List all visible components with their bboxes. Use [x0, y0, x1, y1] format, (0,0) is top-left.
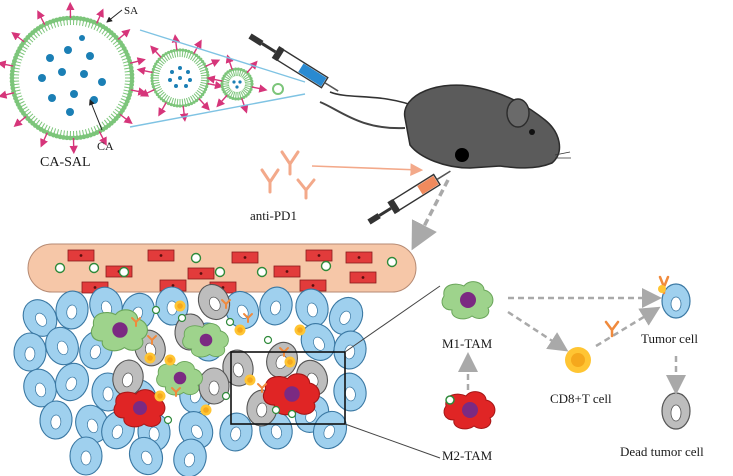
small-liposome — [206, 54, 268, 114]
ca-pointer — [89, 99, 103, 131]
cd8-t-cell — [565, 347, 591, 373]
cd8-t-cell-label: CD8+T cell — [550, 391, 612, 406]
syringe-blue — [248, 33, 339, 92]
mouse — [319, 84, 571, 169]
zoom-connector-bottom — [344, 423, 441, 459]
tumor-site — [455, 148, 469, 162]
m2-tam-cell — [443, 391, 496, 430]
tiny-liposome — [272, 83, 284, 95]
antibodies — [260, 150, 316, 200]
zoom-box — [230, 351, 346, 425]
syringe-orange — [367, 170, 451, 225]
zoom-connector-top — [344, 285, 441, 353]
blood-vessel — [27, 243, 417, 294]
tumor-cell-label: Tumor cell — [641, 331, 698, 346]
m2-tam-label: M2-TAM — [442, 448, 493, 463]
zoom-line-top — [139, 29, 306, 83]
zoom-line-bottom — [129, 93, 306, 128]
large-liposome — [0, 1, 147, 155]
m1-to-tcell-arrow — [507, 310, 569, 352]
m1-tam-label: M1-TAM — [442, 336, 493, 351]
tumor-cell — [658, 275, 691, 319]
dead-tumor-cell-label: Dead tumor cell — [620, 444, 704, 459]
tumor-microenvironment — [13, 283, 367, 476]
medium-liposome — [136, 34, 224, 122]
tcell-antibody — [604, 320, 620, 338]
m2-liposome — [445, 395, 455, 405]
sa-pointer — [106, 9, 123, 23]
ca-sal-label: CA-SAL — [40, 155, 91, 170]
ca-label: CA — [97, 139, 114, 153]
antibody-arrow — [311, 163, 424, 177]
dead-tumor-cell — [661, 392, 691, 430]
anti-pd1-label: anti-PD1 — [250, 208, 297, 223]
tcell-to-tumor-arrow — [595, 306, 661, 348]
sa-label: SA — [124, 5, 138, 17]
m1-tam-cell — [441, 281, 494, 320]
